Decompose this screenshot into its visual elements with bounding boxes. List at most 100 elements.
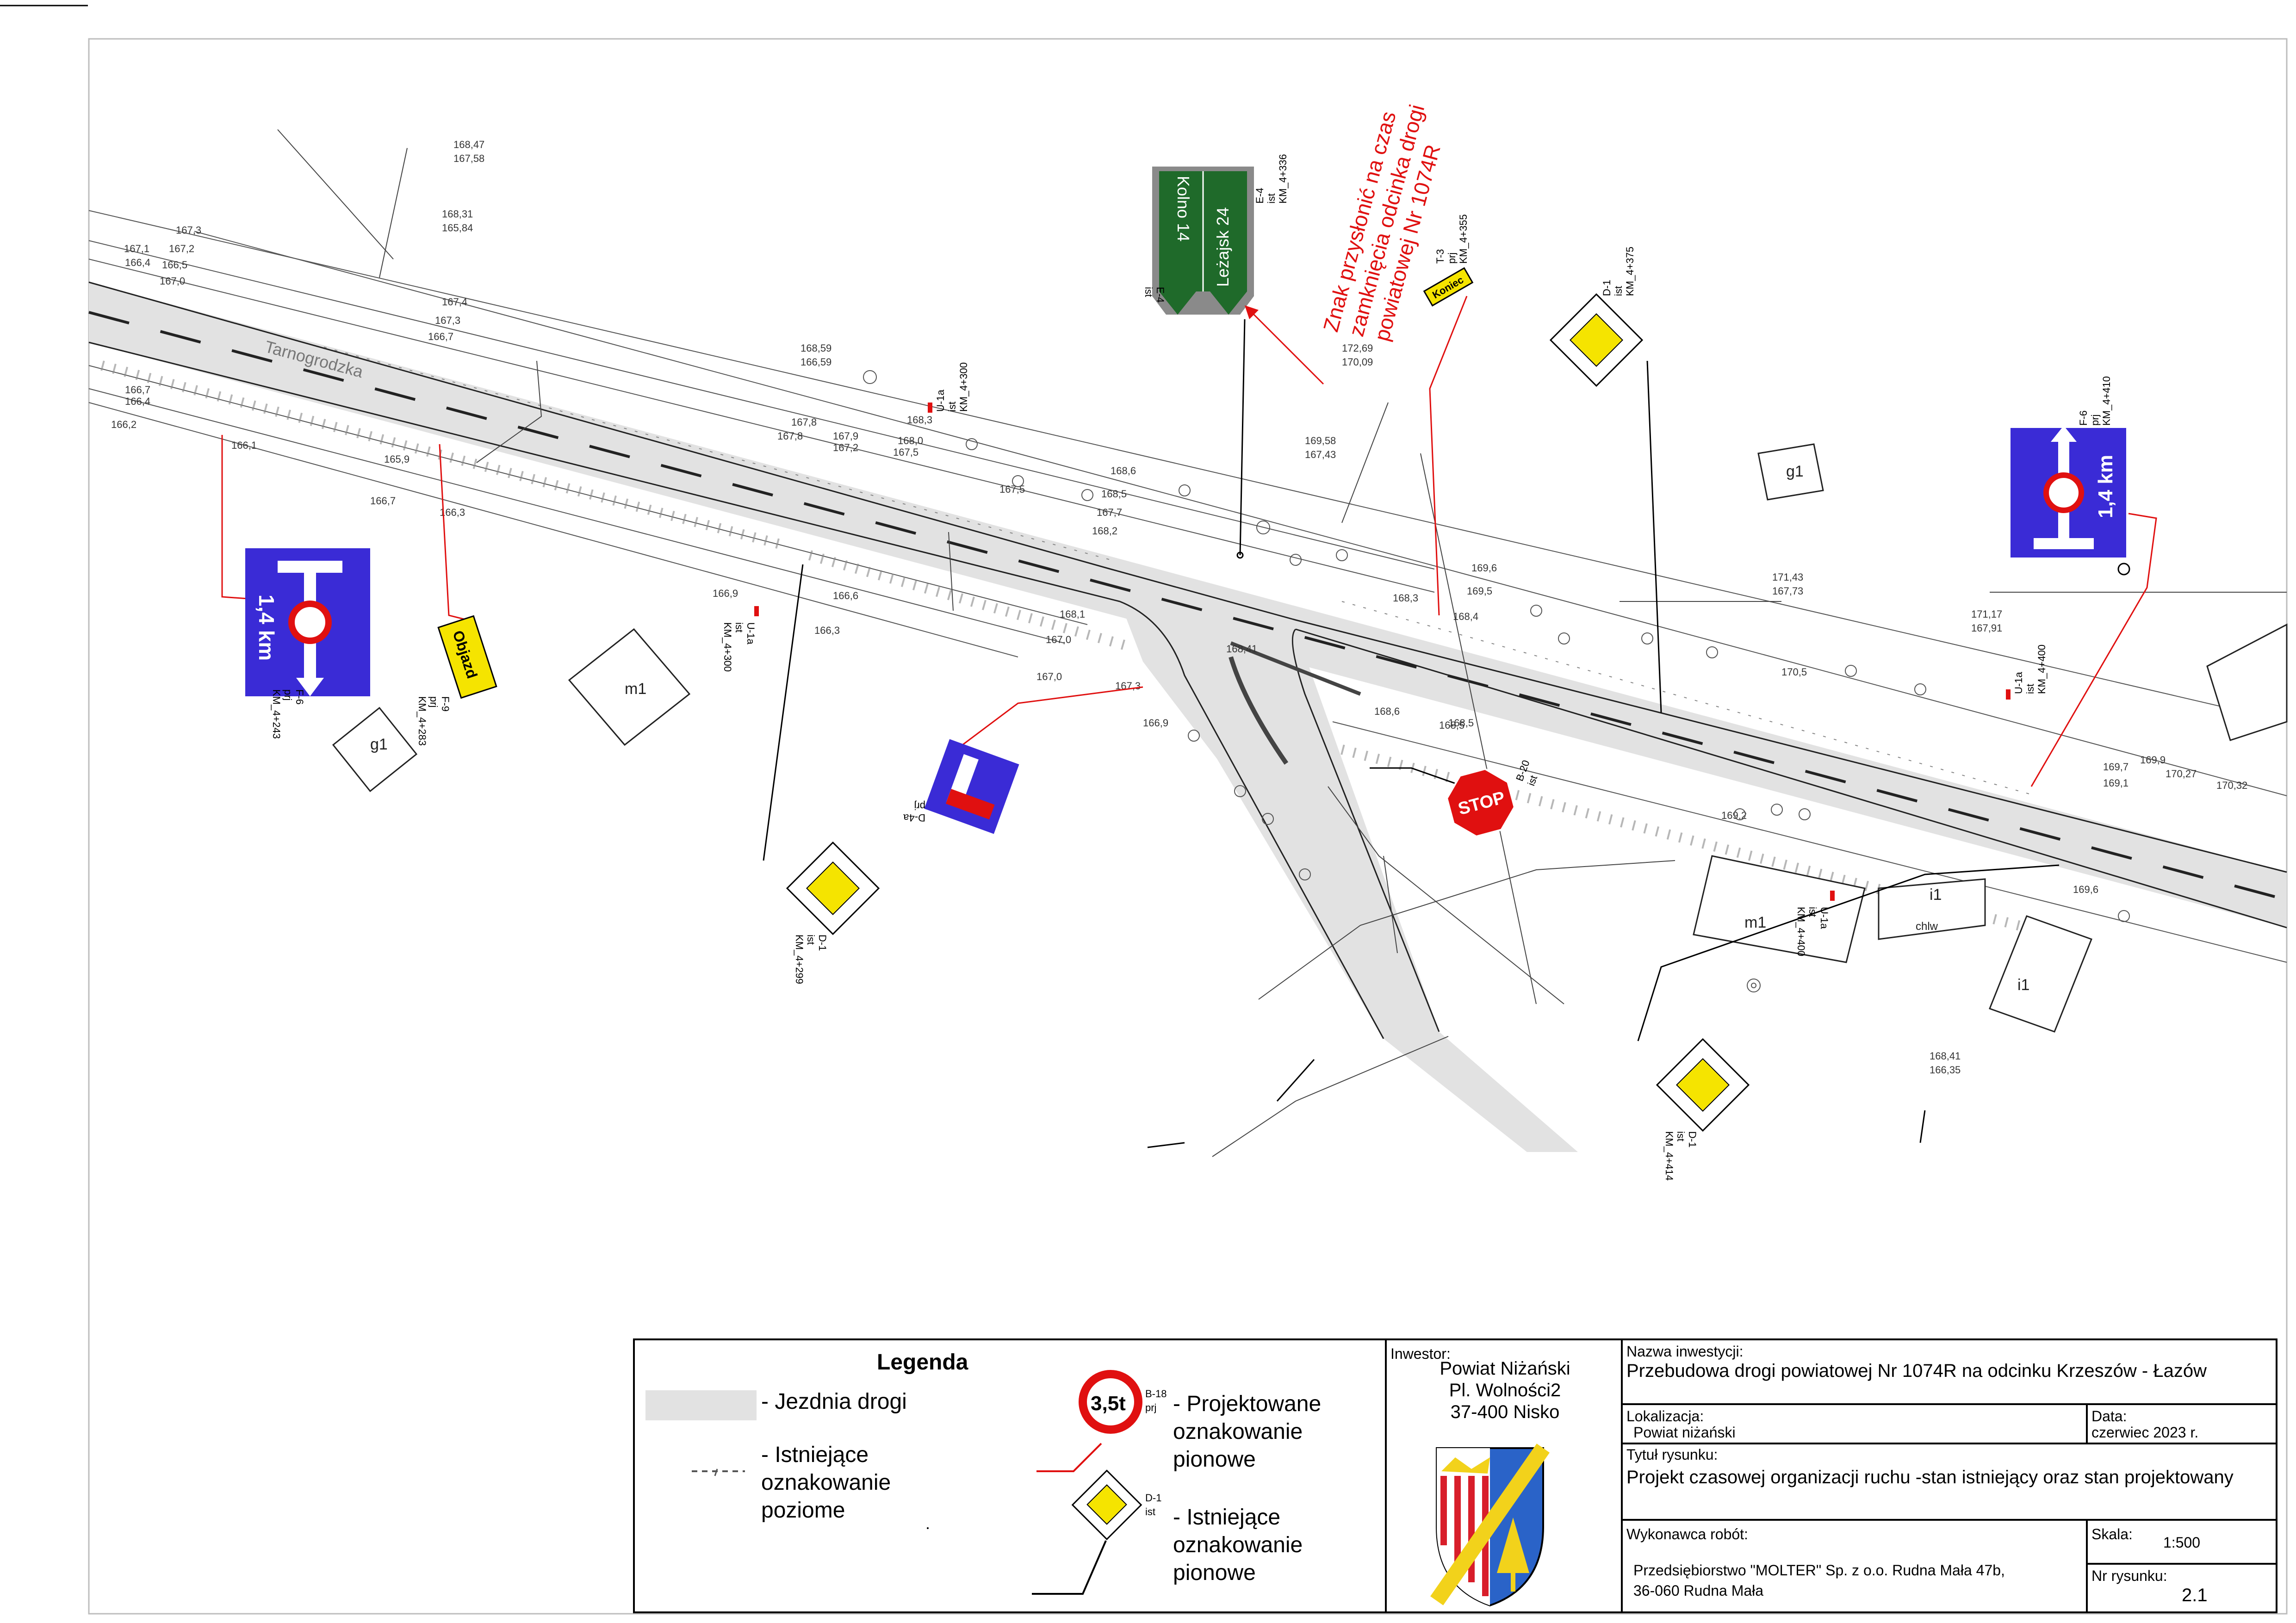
contractor-label: Wykonawca robót: [1626, 1526, 1748, 1542]
road-parallel-lines [88, 210, 2287, 963]
legend-item-existing-signs: - Istniejące oznakowanie pionowe [1173, 1505, 1303, 1585]
building-label: i1 [2017, 976, 2029, 994]
junction-curb-west [1119, 601, 1384, 1039]
building-i1-right [1878, 878, 1986, 940]
sign-status: prj [914, 800, 925, 812]
annotation-note: Znak przysłonić na czas zamknięcia odcin… [1318, 102, 1445, 343]
sign-km: KM_4+375 [1624, 247, 1636, 296]
sign-leader-line [1637, 864, 2060, 1041]
building-label: m1 [1744, 914, 1766, 931]
sign-km: KM_4+410 [2101, 376, 2112, 426]
legend-item-existing-marking: - Istniejące oznakowanie poziome [761, 1443, 891, 1523]
elevation-label: 167,1 [124, 243, 149, 254]
kerb-hatch-south [100, 360, 2037, 935]
legend-sign-code: D-1 [1145, 1492, 1161, 1504]
elevation-label: 167,8 [777, 430, 803, 442]
sign-d1-top [1549, 293, 1644, 387]
elevation-label: 165,9 [384, 453, 410, 465]
elevation-label: 167,9 [833, 430, 858, 442]
drawing-no-label: Nr rysunku: [2091, 1567, 2167, 1584]
sign-code: U-1a [935, 390, 946, 412]
sign-leader-line [439, 444, 468, 621]
elevation-label: 170,09 [1342, 356, 1373, 368]
elevation-label: 167,0 [1046, 634, 1071, 645]
sign-status: prj [282, 689, 294, 700]
sign-leader-line [1239, 319, 1246, 556]
sign-status: ist [2024, 684, 2036, 694]
elevation-label: 169,7 [2103, 761, 2128, 773]
sign-u1a-mid-marker [1830, 891, 1835, 901]
building-g1-left [332, 706, 418, 793]
elevation-label: 168,5 [1101, 488, 1127, 500]
legend-item-roadway: - Jezdnia drogi [761, 1389, 907, 1414]
elevation-label: 166,3 [814, 625, 840, 636]
sign-code: D-1 [817, 935, 828, 951]
legend-projected-sign: 3,5t B-18 prj [1036, 1370, 1167, 1472]
sign-km: KM_4+355 [1458, 214, 1469, 264]
investment-name-label: Nazwa inwestycji: [1626, 1343, 1744, 1360]
building-label: g1 [370, 736, 388, 753]
survey-lines [277, 129, 2287, 1157]
elevation-label: 167,4 [442, 296, 467, 308]
drawing-title: Projekt czasowej organizacji ruchu -stan… [1626, 1467, 2234, 1487]
junction-curb-east [1291, 628, 1440, 1032]
elevation-label: 168,47 [453, 139, 484, 150]
side-road-carriageway [1120, 601, 1578, 1152]
annotation-arrowhead [1245, 305, 1259, 319]
sign-e4: Kolno 14 Leżajsk 24 [1152, 167, 1254, 315]
coat-of-arms [1430, 1443, 1550, 1607]
legend-sign-label: 3,5t [1091, 1392, 1126, 1415]
elevation-label: 168,5 [1448, 717, 1474, 729]
elevation-label: 167,58 [453, 153, 484, 164]
elevation-label: 168,0 [898, 435, 923, 446]
road-edge-north [88, 281, 2287, 873]
elevation-labels: 167,3 167,2 166,4 166,5 167,0 167,1 167,… [111, 139, 2247, 1076]
elevation-label: 168,5 [1439, 719, 1464, 731]
elevation-label: 167,2 [833, 442, 858, 453]
plan-view: m1 g1 g1 m1 i1 i1 chlw Tarnogrodzka 167,… [88, 102, 2288, 1181]
sign-code: D-1 [1601, 280, 1613, 296]
date-label: Data: [2091, 1408, 2127, 1425]
sign-code: F-9 [440, 696, 451, 712]
elevation-label: 168,3 [907, 414, 932, 426]
elevation-label: 167,2 [169, 243, 194, 254]
elevation-label: 167,8 [791, 416, 817, 428]
elevation-label: 172,69 [1342, 342, 1373, 354]
sign-f9: Objazd [437, 615, 497, 699]
legend-roadway-swatch [645, 1390, 757, 1420]
sign-km: KM_4+400 [1795, 907, 1807, 956]
sign-status: prj [2089, 415, 2101, 426]
legend-dashed-line [714, 1468, 718, 1476]
sign-km: KM_4+300 [722, 622, 733, 672]
elevation-label: 168,1 [1060, 608, 1085, 620]
sign-status: ist [733, 622, 745, 632]
investment-name: Przebudowa drogi powiatowej Nr 1074R na … [1626, 1361, 2207, 1381]
elevation-label: 167,5 [999, 483, 1025, 495]
date-value: czerwiec 2023 r. [2091, 1424, 2199, 1441]
sign-status: ist [1525, 774, 1539, 787]
scale-label: Skala: [2091, 1526, 2133, 1542]
sign-line: Leżajsk 24 [1213, 207, 1232, 287]
buildings [332, 443, 2288, 1033]
sign-code: D-1 [1687, 1131, 1698, 1147]
elevation-label: 169,9 [2140, 754, 2166, 766]
sign-km: KM_4+414 [1663, 1131, 1675, 1181]
elevation-label: 167,3 [435, 315, 460, 326]
junction-stop-line [1230, 641, 1361, 696]
location-label: Lokalizacja: [1626, 1408, 1704, 1425]
sign-km: KM_4+243 [271, 689, 282, 739]
kerb-hatch-north [323, 347, 2036, 796]
sign-u1a-left-marker [754, 606, 759, 616]
elevation-label: 168,3 [1393, 592, 1418, 604]
scale-value: 1:500 [2163, 1534, 2201, 1551]
elevation-label: 167,7 [1097, 507, 1122, 518]
sign-km: KM_4+300 [958, 362, 969, 412]
sign-status: ist [805, 935, 817, 945]
building-i1-far [1989, 915, 2092, 1033]
sign-status: prj [428, 696, 440, 707]
elevation-label: 166,2 [111, 419, 137, 430]
sign-d4a [924, 739, 1019, 834]
elevation-label: 167,0 [1036, 671, 1062, 682]
location-value: Powiat niżański [1633, 1424, 1736, 1441]
elevation-label: 169,6 [1471, 562, 1497, 574]
